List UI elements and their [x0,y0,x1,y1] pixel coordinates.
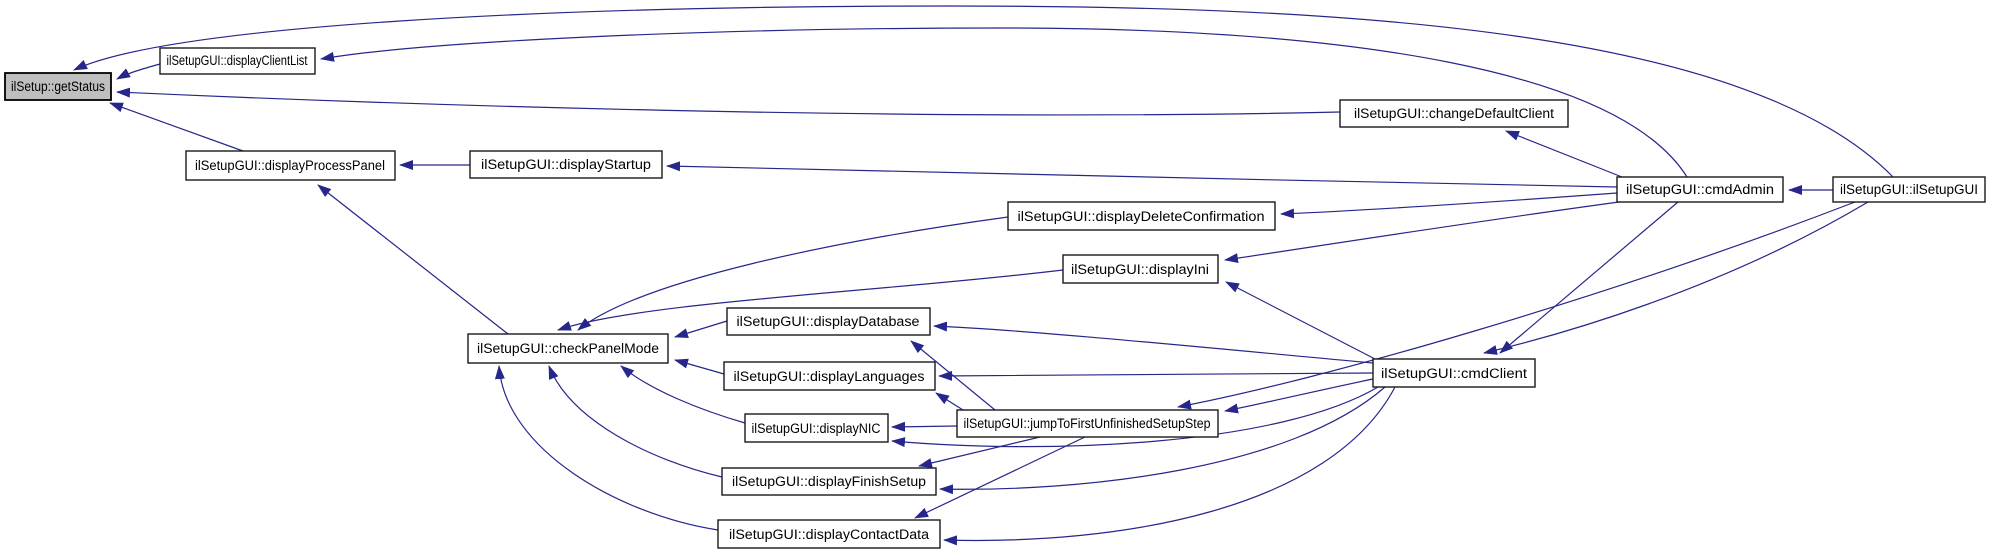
edge-displayProcessPanel-to-getStatus [109,102,244,152]
node-displayLanguages[interactable]: ilSetupGUI::displayLanguages [723,361,936,391]
node-displayDatabase[interactable]: ilSetupGUI::displayDatabase [726,307,931,336]
node-displayContactData-label: ilSetupGUI::displayContactData [729,527,930,542]
edge-jumpToFirstUnfinishedSetupStep-to-displayFinishSetup [918,436,1041,468]
edge-checkPanelMode-to-displayProcessPanel [317,184,509,335]
node-displayNIC[interactable]: ilSetupGUI::displayNIC [744,413,889,443]
edge-cmdClient-to-displayDatabase [933,321,1374,364]
node-displayContactData-box [717,519,941,549]
node-checkPanelMode[interactable]: ilSetupGUI::checkPanelMode [467,333,669,364]
edge-displayIni-to-checkPanelMode [557,269,1064,331]
node-displayStartup-box [469,150,663,179]
edge-cmdClient-to-jumpToFirstUnfinishedSetupStep [1224,378,1374,414]
node-changeDefaultClient[interactable]: ilSetupGUI::changeDefaultClient [1339,99,1569,128]
node-displayStartup[interactable]: ilSetupGUI::displayStartup [469,150,663,179]
node-getStatus-label: ilSetup::getStatus [11,79,105,94]
node-displayStartup-label: ilSetupGUI::displayStartup [481,157,651,172]
edge-displayDatabase-to-checkPanelMode [674,320,728,338]
edge-cmdAdmin-to-changeDefaultClient [1505,130,1623,178]
edge-cmdAdmin-to-displayStartup [666,161,1618,188]
edge-ilSetupGUI-to-jumpToFirstUnfinishedSetupStep [1177,201,1856,410]
node-changeDefaultClient-box [1339,99,1569,128]
edge-cmdClient-to-displayNIC [891,386,1379,448]
edge-jumpToFirstUnfinishedSetupStep-to-displayContactData [914,436,1086,519]
node-cmdClient[interactable]: ilSetupGUI::cmdClient [1372,358,1536,388]
edge-displayLanguages-to-checkPanelMode [674,358,725,375]
node-displayClientList[interactable]: ilSetupGUI::displayClientList [159,47,316,75]
edge-cmdClient-to-displayFinishSetup [939,386,1386,495]
node-displayIni[interactable]: ilSetupGUI::displayIni [1062,254,1219,284]
edge-cmdAdmin-to-displayIni [1224,201,1620,264]
edge-layer [73,5,1894,546]
edge-displayContactData-to-checkPanelMode [494,365,719,531]
node-ilSetupGUI-box [1832,176,1986,203]
edge-jumpToFirstUnfinishedSetupStep-to-displayNIC [891,421,958,432]
node-cmdClient-label: ilSetupGUI::cmdClient [1381,366,1527,381]
node-checkPanelMode-box [467,333,669,364]
node-displayFinishSetup-label: ilSetupGUI::displayFinishSetup [732,474,926,489]
edge-cmdAdmin-to-displayClientList [320,27,1688,178]
edge-ilSetupGUI-to-getStatus [73,5,1894,178]
node-displayClientList-label: ilSetupGUI::displayClientList [167,53,308,68]
node-ilSetupGUI-label: ilSetupGUI::ilSetupGUI [1840,182,1978,197]
edge-displayFinishSetup-to-checkPanelMode [548,365,723,478]
edge-displayDeleteConfirmation-to-checkPanelMode [577,216,1009,331]
node-displayIni-box [1062,254,1219,284]
node-displayProcessPanel[interactable]: ilSetupGUI::displayProcessPanel [185,150,396,181]
node-ilSetupGUI[interactable]: ilSetupGUI::ilSetupGUI [1832,176,1986,203]
node-cmdClient-box [1372,358,1536,388]
node-cmdAdmin-label: ilSetupGUI::cmdAdmin [1626,182,1774,197]
edge-cmdAdmin-to-cmdClient [1499,201,1679,354]
node-displayDeleteConfirmation[interactable]: ilSetupGUI::displayDeleteConfirmation [1007,201,1276,231]
node-displayLanguages-label: ilSetupGUI::displayLanguages [734,369,925,384]
node-cmdAdmin[interactable]: ilSetupGUI::cmdAdmin [1616,176,1784,203]
node-displayDeleteConfirmation-box [1007,201,1276,231]
edge-cmdClient-to-displayIni [1225,281,1376,360]
node-displayDeleteConfirmation-label: ilSetupGUI::displayDeleteConfirmation [1018,209,1265,224]
node-displayFinishSetup-box [721,467,937,496]
node-displayNIC-box [744,413,889,443]
node-displayProcessPanel-label: ilSetupGUI::displayProcessPanel [195,158,385,173]
node-displayDatabase-box [726,307,931,336]
node-displayLanguages-box [723,361,936,391]
edge-cmdClient-to-displayContactData [943,386,1396,546]
node-getStatus[interactable]: ilSetup::getStatus [4,72,112,101]
node-checkPanelMode-label: ilSetupGUI::checkPanelMode [477,341,659,356]
edge-cmdClient-to-displayLanguages [938,370,1374,381]
edge-displayClientList-to-getStatus [116,63,161,80]
node-layer: ilSetup::getStatus ilSetupGUI::displayCl… [4,47,1986,549]
node-displayProcessPanel-box [185,150,396,181]
node-changeDefaultClient-label: ilSetupGUI::changeDefaultClient [1354,106,1554,121]
edge-displayNIC-to-checkPanelMode [620,365,746,424]
edge-cmdAdmin-to-displayDeleteConfirmation [1280,192,1618,219]
node-jumpToFirstUnfinishedSetupStep-box [956,409,1219,438]
edge-ilSetupGUI-to-cmdClient [1483,201,1869,355]
node-jumpToFirstUnfinishedSetupStep-label: ilSetupGUI::jumpToFirstUnfinishedSetupSt… [964,416,1211,431]
node-jumpToFirstUnfinishedSetupStep[interactable]: ilSetupGUI::jumpToFirstUnfinishedSetupSt… [956,409,1219,438]
edge-jumpToFirstUnfinishedSetupStep-to-displayLanguages [935,392,964,411]
node-displayClientList-box [159,47,316,75]
node-displayNIC-label: ilSetupGUI::displayNIC [752,421,881,436]
node-cmdAdmin-box [1616,176,1784,203]
node-displayContactData[interactable]: ilSetupGUI::displayContactData [717,519,941,549]
edge-changeDefaultClient-to-getStatus [116,87,1341,116]
node-getStatus-box [4,72,112,101]
node-displayDatabase-label: ilSetupGUI::displayDatabase [737,314,920,329]
node-displayFinishSetup[interactable]: ilSetupGUI::displayFinishSetup [721,467,937,496]
node-displayIni-label: ilSetupGUI::displayIni [1071,262,1209,277]
